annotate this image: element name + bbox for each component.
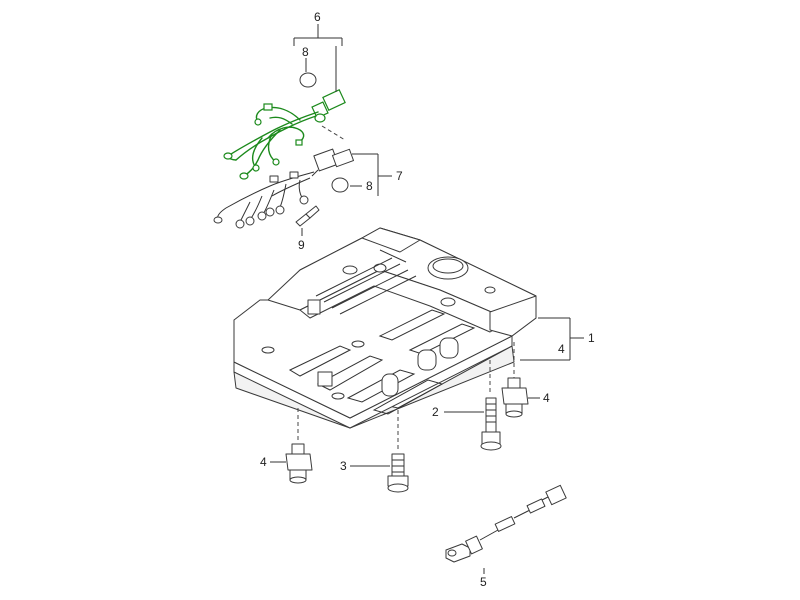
o-ring-upper[interactable]	[299, 72, 317, 88]
leader-lines	[270, 24, 584, 574]
wiring-harness[interactable]	[223, 89, 346, 180]
callout-1: 1	[588, 331, 595, 345]
callout-4-right: 4	[543, 391, 550, 405]
bolt-part-9[interactable]	[295, 205, 320, 227]
callout-8-lower: 8	[366, 179, 373, 193]
assembly-line-harness	[321, 125, 346, 141]
callout-6: 6	[314, 10, 321, 24]
bolt-part-2[interactable]	[480, 397, 502, 451]
callout-8-top: 8	[302, 45, 309, 59]
fitting-part-4-left[interactable]	[285, 443, 313, 484]
solenoid-harness-bank[interactable]	[213, 171, 315, 229]
o-ring-lower[interactable]	[331, 177, 349, 193]
callout-2: 2	[432, 405, 439, 419]
fitting-part-4-right[interactable]	[501, 377, 529, 418]
callout-5: 5	[480, 575, 487, 589]
harness-main-connector	[311, 89, 346, 123]
bolt-part-3[interactable]	[387, 453, 409, 493]
sensor-part-5[interactable]	[445, 484, 567, 563]
valve-body[interactable]	[233, 227, 537, 429]
callout-7: 7	[396, 169, 403, 183]
callout-4-left: 4	[260, 455, 267, 469]
callout-4-right-bracket: 4	[558, 342, 565, 356]
callout-labels: 6 8 7 8 9 1 4 4 2 4 3 5	[260, 10, 595, 589]
callout-9: 9	[298, 238, 305, 252]
solenoid-connector-assembly[interactable]	[311, 148, 355, 177]
callout-3: 3	[340, 459, 347, 473]
